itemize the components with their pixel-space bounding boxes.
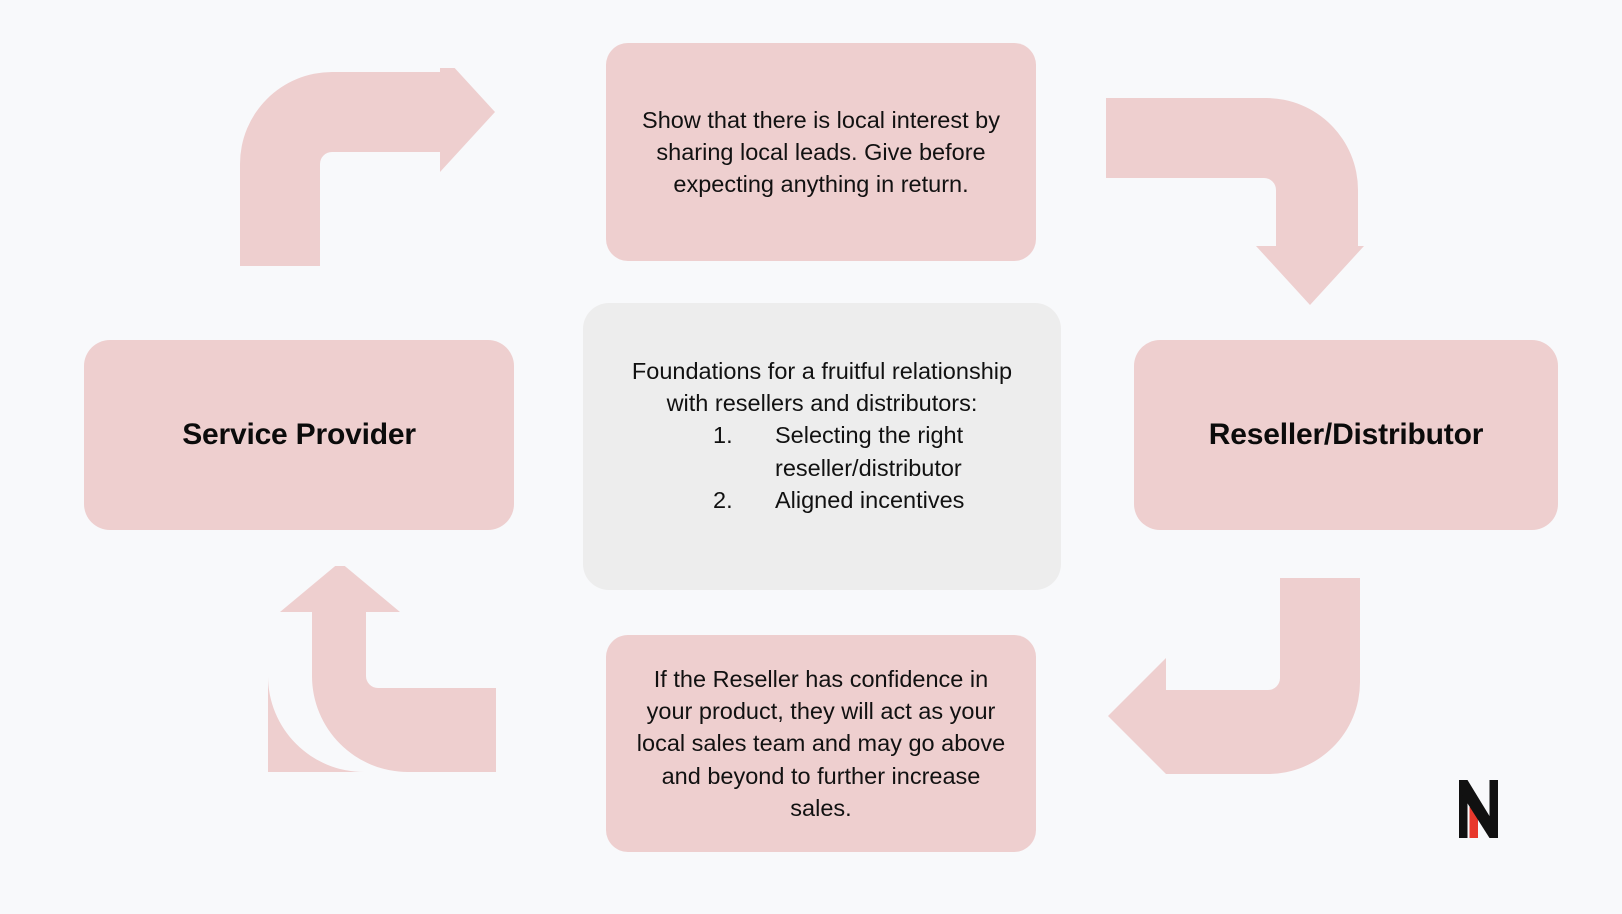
entity-service-provider[interactable]: Service Provider <box>84 340 514 530</box>
foundations-list-item: 1. Selecting the right reseller/distribu… <box>609 419 1035 483</box>
message-box-top-text: Show that there is local interest by sha… <box>642 106 1000 198</box>
foundations-list-item-marker: 1. <box>713 422 733 449</box>
foundations-panel-heading: Foundations for a fruitful relationship … <box>631 358 1013 417</box>
foundations-panel[interactable]: Foundations for a fruitful relationship … <box>583 303 1061 590</box>
arrow-bottom-left <box>230 566 496 772</box>
foundations-list: 1. Selecting the right reseller/distribu… <box>609 419 1035 516</box>
message-box-bottom-text: If the Reseller has confidence in your p… <box>636 666 1006 821</box>
entity-reseller-distributor-label: Reseller/Distributor <box>1208 418 1484 451</box>
entity-service-provider-label: Service Provider <box>182 418 416 451</box>
arrow-top-right <box>1106 94 1364 306</box>
brand-logo <box>1451 780 1507 838</box>
message-box-bottom[interactable]: If the Reseller has confidence in your p… <box>606 635 1036 852</box>
logo-accent-stroke <box>1469 807 1478 838</box>
message-box-top[interactable]: Show that there is local interest by sha… <box>606 43 1036 261</box>
foundations-list-item: 2. Aligned incentives <box>609 484 1035 516</box>
entity-reseller-distributor[interactable]: Reseller/Distributor <box>1134 340 1558 530</box>
arrow-bottom-right <box>1108 578 1366 776</box>
foundations-list-item-text: Aligned incentives <box>775 486 965 513</box>
foundations-list-item-text: Selecting the right reseller/distributor <box>775 422 964 481</box>
arrow-top-left <box>236 68 496 266</box>
foundations-list-item-marker: 2. <box>713 486 733 513</box>
